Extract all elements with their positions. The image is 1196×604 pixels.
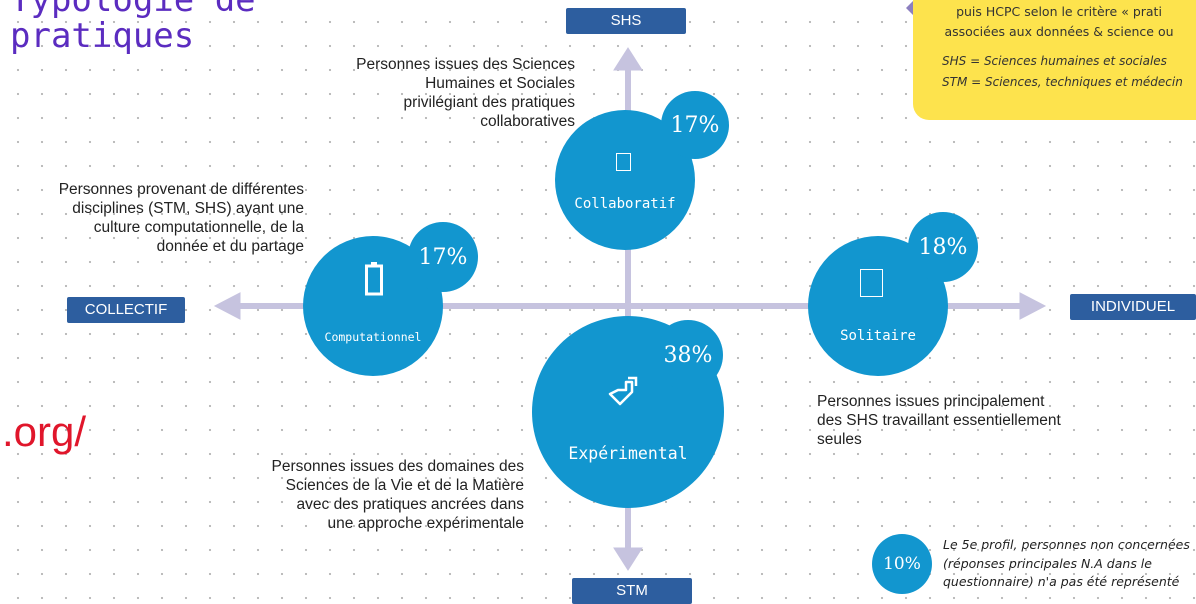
note-shs-definition: SHS = Sciences humaines et sociales [942, 54, 1167, 68]
arrow-down [613, 547, 643, 571]
note-line-2: associées aux données & science ou [944, 24, 1174, 39]
title-line-2: pratiques [10, 16, 195, 56]
bubble-label: Solitaire [840, 328, 916, 344]
bubble-label: Expérimental [568, 444, 688, 463]
desc-line: donnée et du partage [156, 238, 304, 255]
page-title: Typologie de pratiques [10, 0, 256, 54]
url-fragment: .org/ [2, 408, 87, 455]
percent-badge-experimental: 38% [653, 320, 723, 390]
axis-label-shs: SHS [566, 8, 686, 34]
desc-line: une approche expérimentale [327, 515, 524, 532]
desc-line: des SHS travaillant essentiellement [817, 412, 1061, 429]
battery-icon [365, 262, 383, 296]
info-note: puis HCPC selon le critère « prati assoc… [913, 0, 1196, 120]
description-experimental: Personnes issues des domaines des Scienc… [200, 457, 524, 533]
percent-badge-computationnel: 17% [408, 222, 478, 292]
desc-line: privilégiant des pratiques [403, 94, 575, 111]
percent-badge-fifth-profile: 10% [872, 534, 932, 594]
desc-line: Personnes issues des Sciences [356, 56, 575, 73]
desc-line: Sciences de la Vie et de la Matière [285, 477, 524, 494]
bubble-label: Computationnel [324, 330, 422, 344]
footnote-line: questionnaire) n'a pas été représenté [943, 574, 1180, 589]
desc-line: avec des pratiques ancrées dans [296, 496, 524, 513]
desc-line: disciplines (STM, SHS) ayant une [72, 200, 304, 217]
desc-line: culture computationnelle, de la [93, 219, 304, 236]
note-line-1: puis HCPC selon le critère « prati [956, 4, 1162, 19]
footnote-line: Le 5e profil, personnes non concernées [943, 537, 1190, 552]
title-line-1: Typologie de [10, 0, 256, 20]
percent-badge-collaboratif: 17% [661, 91, 729, 159]
desc-line: seules [817, 431, 862, 448]
axis-label-collectif: COLLECTIF [67, 297, 185, 323]
axis-label-stm: STM [572, 578, 692, 604]
description-computationnel: Personnes provenant de différentes disci… [0, 180, 304, 256]
arrow-up [613, 47, 643, 71]
square-icon [616, 153, 631, 171]
desc-line: Personnes issues des domaines des [271, 458, 524, 475]
description-solitaire: Personnes issues principalement des SHS … [817, 392, 1137, 449]
arrow-left [213, 292, 241, 320]
desc-line: Humaines et Sociales [425, 75, 575, 92]
square-icon [860, 269, 883, 297]
bubble-label: Collaboratif [574, 196, 676, 212]
desc-line: Personnes issues principalement [817, 393, 1045, 410]
arrow-right [1019, 292, 1047, 320]
axis-label-individuel: INDIVIDUEL [1070, 294, 1196, 320]
footnote-line: (réponses principales N.A dans le [943, 555, 1152, 571]
pointer-arrow-icon [608, 376, 638, 406]
description-collaboratif: Personnes issues des Sciences Humaines e… [260, 55, 575, 131]
percent-badge-solitaire: 18% [908, 212, 978, 282]
quote-mark-icon [906, 0, 914, 16]
desc-line: collaboratives [480, 113, 575, 130]
note-stm-definition: STM = Sciences, techniques et médecin [942, 75, 1183, 89]
desc-line: Personnes provenant de différentes [58, 181, 304, 198]
fifth-profile-note: Le 5e profil, personnes non concernées (… [943, 536, 1196, 592]
